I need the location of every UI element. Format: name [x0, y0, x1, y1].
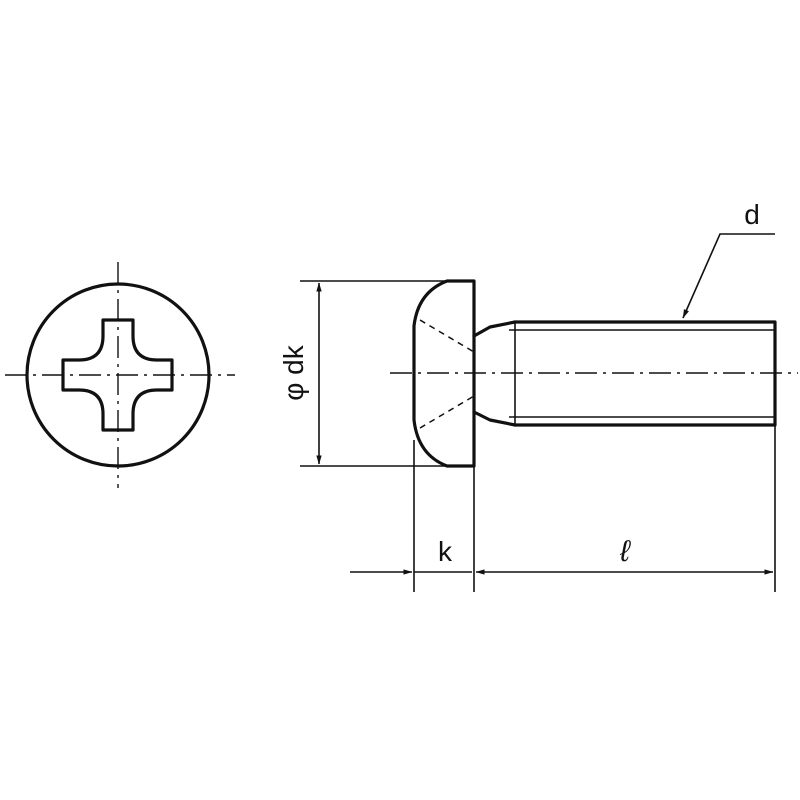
d-leader-line: [682, 233, 775, 319]
phillips-recess: [61, 318, 174, 432]
pan-head-outline: [412, 279, 476, 468]
head-top-view: [5, 262, 235, 488]
dk-label: φ dk: [278, 344, 309, 401]
l-label: ℓ: [619, 535, 631, 568]
k-label: k: [438, 536, 453, 567]
neck-outline: [472, 320, 517, 427]
screw-side-view: [390, 279, 798, 468]
recess-hidden-line-top: [419, 319, 475, 353]
recess-hidden-line-bottom: [419, 395, 475, 429]
d-label: d: [744, 199, 760, 230]
dimensions: φ dk k ℓ d: [278, 199, 776, 592]
